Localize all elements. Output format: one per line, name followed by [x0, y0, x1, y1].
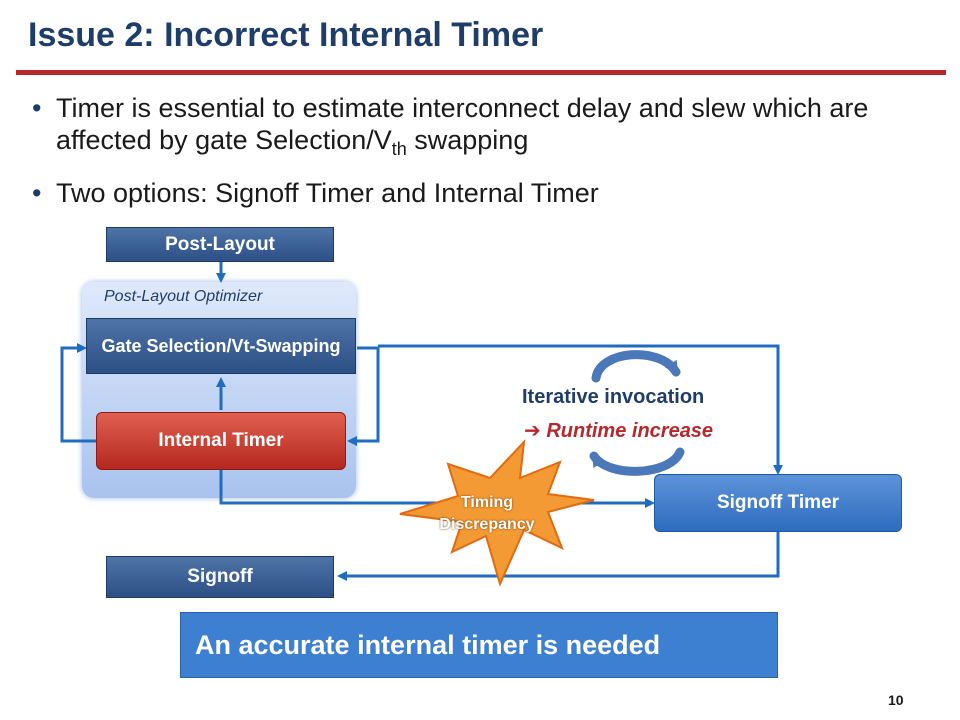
arrow-loop-right	[347, 346, 380, 446]
arrow-signofftimer-to-signoff	[337, 532, 780, 581]
arrow-loop-left	[60, 343, 96, 443]
timing-discrepancy-label: Timing Discrepancy	[412, 492, 562, 536]
bullet-text-end: swapping	[406, 125, 529, 155]
right-arrow-icon: ➔	[524, 420, 541, 442]
bullet-text: Timer is essential to estimate interconn…	[56, 93, 869, 155]
bullet-subscript: th	[391, 139, 407, 159]
signoff-box: Signoff	[106, 556, 334, 598]
discrepancy-star-icon	[399, 439, 595, 587]
optimizer-label: Post-Layout Optimizer	[104, 288, 263, 305]
iteration-arrow-top	[591, 350, 681, 383]
post-layout-box: Post-Layout	[106, 227, 334, 262]
title-divider	[16, 70, 946, 75]
signoff-timer-box: Signoff Timer	[654, 474, 902, 532]
runtime-increase-text: Runtime increase	[546, 420, 714, 442]
arrow-gate-to-signoff-timer	[378, 344, 783, 475]
runtime-increase-label: ➔ Runtime increase	[524, 418, 713, 443]
bullet-text: Two options: Signoff Timer and Internal …	[56, 178, 599, 208]
bullet-item: Two options: Signoff Timer and Internal …	[32, 177, 932, 209]
iterative-invocation-label: Iterative invocation	[522, 386, 705, 408]
gate-selection-box: Gate Selection/Vt-Swapping	[86, 318, 356, 374]
timing-discrepancy-line2: Discrepancy	[439, 516, 535, 533]
conclusion-box: An accurate internal timer is needed	[180, 612, 778, 678]
iteration-arrow-bottom	[589, 447, 685, 476]
internal-timer-box: Internal Timer	[96, 412, 346, 470]
bullet-item: Timer is essential to estimate interconn…	[32, 92, 932, 165]
timing-discrepancy-line1: Timing	[460, 494, 514, 511]
bullet-list: Timer is essential to estimate interconn…	[32, 92, 932, 221]
slide-title: Issue 2: Incorrect Internal Timer	[28, 16, 544, 54]
page-number: 10	[888, 692, 904, 708]
